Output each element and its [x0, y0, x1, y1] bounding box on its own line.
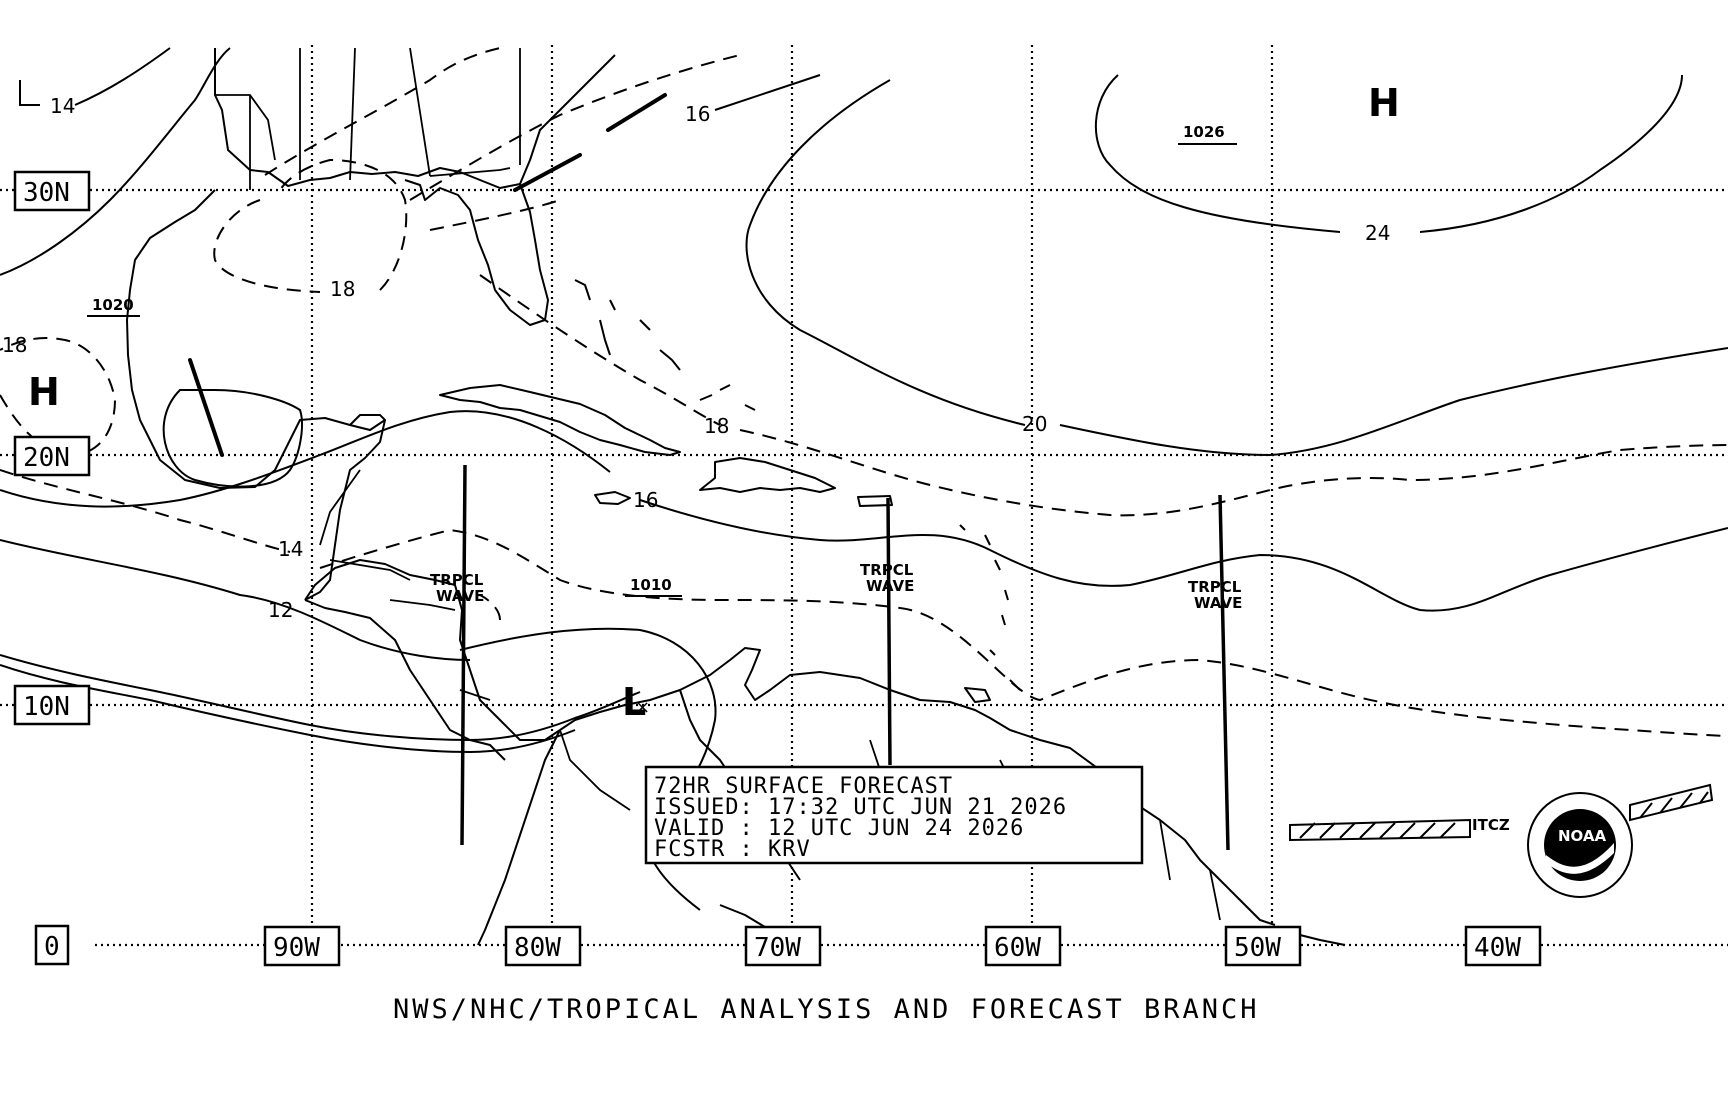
isobar-label: 18 — [2, 333, 27, 357]
high-pressure-symbol: H — [1368, 81, 1400, 125]
isobar-label: 18 — [704, 414, 729, 438]
isobar-label: 18 — [330, 277, 355, 301]
wave-label-line1: TRPCL — [860, 561, 914, 579]
lon-label-40w: 40W — [1474, 933, 1521, 963]
pressure-centers: H 1026 H 1020 L × 1010 — [28, 81, 1400, 724]
lon-label-60w: 60W — [994, 933, 1041, 963]
forecast-info-box: 72HR SURFACE FORECAST ISSUED: 17:32 UTC … — [644, 765, 1144, 865]
wave-label-line2: WAVE — [1194, 594, 1242, 612]
high-pressure-symbol: H — [28, 370, 60, 414]
pressure-value: 1026 — [1183, 123, 1225, 141]
wave-label-line1: TRPCL — [1188, 578, 1242, 596]
isobar-label: 14 — [278, 537, 303, 561]
footer-branch-label: NWS/NHC/TROPICAL ANALYSIS AND FORECAST B… — [393, 994, 1260, 1025]
solid-isobars — [0, 47, 1728, 911]
corner-label: 0 — [44, 932, 60, 962]
political-borders — [215, 47, 1221, 921]
longitude-labels: 90W 80W 70W 60W 50W 40W 0 — [34, 924, 1542, 967]
isobar-labels: 14 16 18 18 18 20 24 16 14 12 — [2, 94, 1390, 622]
info-issued: ISSUED: 17:32 UTC JUN 21 2026 — [654, 795, 1067, 820]
isobar-label: 20 — [1022, 412, 1047, 436]
pressure-value: 1020 — [92, 296, 134, 314]
latitude-labels: 30N 20N 10N — [13, 170, 91, 726]
noaa-logo-text: NOAA — [1558, 827, 1607, 845]
noaa-logo: NOAA — [1527, 792, 1633, 898]
lat-label-20n: 20N — [23, 443, 70, 473]
tropical-wave-labels: TRPCL WAVE TRPCL WAVE TRPCL WAVE — [430, 561, 1242, 612]
isobar-label: 24 — [1365, 221, 1390, 245]
isobar-label: 16 — [685, 102, 710, 126]
lon-label-80w: 80W — [514, 933, 561, 963]
dashed-isobars — [0, 47, 1728, 737]
isobar-label: 16 — [633, 488, 658, 512]
itcz-label: ITCZ — [1472, 816, 1510, 834]
low-pressure-symbol: L — [622, 680, 646, 724]
info-forecaster: FCSTR : KRV — [654, 837, 811, 862]
info-valid: VALID : 12 UTC JUN 24 2026 — [654, 816, 1024, 841]
lon-label-90w: 90W — [273, 933, 320, 963]
pressure-value: 1010 — [630, 576, 672, 594]
isobar-label: 12 — [268, 598, 293, 622]
isobar-label: 14 — [50, 94, 75, 118]
info-title: 72HR SURFACE FORECAST — [654, 774, 953, 799]
low-center-marker: × — [635, 697, 650, 718]
surface-troughs — [188, 93, 667, 457]
tropical-wave-lines — [460, 464, 1230, 851]
lon-label-50w: 50W — [1234, 933, 1281, 963]
wave-label-line2: WAVE — [866, 577, 914, 595]
coastlines — [126, 48, 1346, 946]
lon-label-70w: 70W — [754, 933, 801, 963]
itcz-band: ITCZ — [1289, 783, 1714, 842]
wave-label-line2: WAVE — [436, 587, 484, 605]
wave-label-line1: TRPCL — [430, 571, 484, 589]
lat-label-30n: 30N — [23, 178, 70, 208]
lat-label-10n: 10N — [23, 692, 70, 722]
